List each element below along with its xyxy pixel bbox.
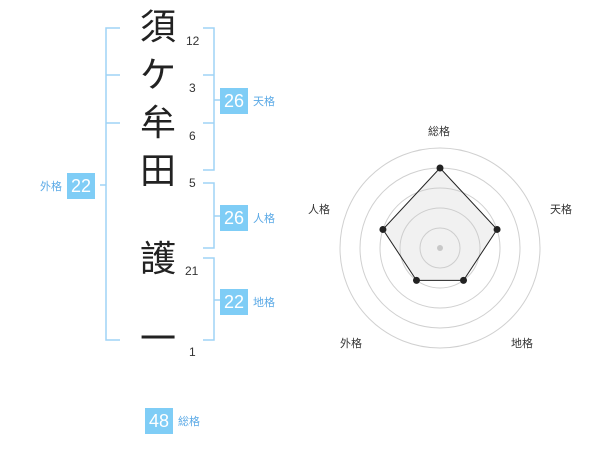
name-char-4: 田 xyxy=(139,151,176,192)
name-char-5: 護 xyxy=(139,239,176,280)
radar-point-4 xyxy=(412,276,420,284)
soukaku-badge: 48 総格 xyxy=(145,408,200,434)
chikaku-value: 22 xyxy=(220,289,248,315)
name-char-6: 一 xyxy=(139,319,176,360)
radar-ring xyxy=(379,187,501,309)
tenkaku-value: 26 xyxy=(220,88,248,114)
name-char-2: ケ xyxy=(139,55,176,96)
radar-ring xyxy=(399,207,481,289)
tenkaku-label: 天格 xyxy=(253,95,275,108)
stroke-count-6: 1 xyxy=(189,345,196,359)
stroke-count-2: 3 xyxy=(189,81,196,95)
radar-point-5 xyxy=(379,225,387,233)
jinkaku-label: 人格 xyxy=(253,212,275,225)
radar-axis-label-5: 人格 xyxy=(308,203,330,216)
gaikaku-badge: 外格 22 xyxy=(40,173,95,199)
radar-axis-label-3: 地格 xyxy=(511,337,533,350)
tenkaku-badge: 26 天格 xyxy=(220,88,275,114)
soukaku-label: 総格 xyxy=(178,415,200,428)
radar-ring xyxy=(419,227,461,269)
radar-axis-label-2: 天格 xyxy=(550,203,572,216)
radar-point-2 xyxy=(493,225,501,233)
jinkaku-value: 26 xyxy=(220,205,248,231)
radar-axis-label-4: 外格 xyxy=(340,337,362,350)
radar-polygon xyxy=(382,167,498,281)
stroke-count-3: 6 xyxy=(189,129,196,143)
gaikaku-label: 外格 xyxy=(40,180,62,193)
name-char-1: 須 xyxy=(139,7,176,48)
radar-center xyxy=(437,245,443,251)
jinkaku-badge: 26 人格 xyxy=(220,205,275,231)
gaikaku-value: 22 xyxy=(67,173,95,199)
radar-point-1 xyxy=(436,164,444,172)
radar-point-3 xyxy=(460,276,468,284)
chikaku-label: 地格 xyxy=(253,296,275,309)
chikaku-badge: 22 地格 xyxy=(220,289,275,315)
radar-axis-label-1: 総格 xyxy=(428,125,450,138)
stroke-count-5: 21 xyxy=(185,264,199,278)
soukaku-value: 48 xyxy=(145,408,173,434)
stroke-count-4: 5 xyxy=(189,176,196,190)
stroke-count-1: 12 xyxy=(186,34,200,48)
name-char-3: 牟 xyxy=(139,103,176,144)
radar-ring xyxy=(339,147,541,349)
